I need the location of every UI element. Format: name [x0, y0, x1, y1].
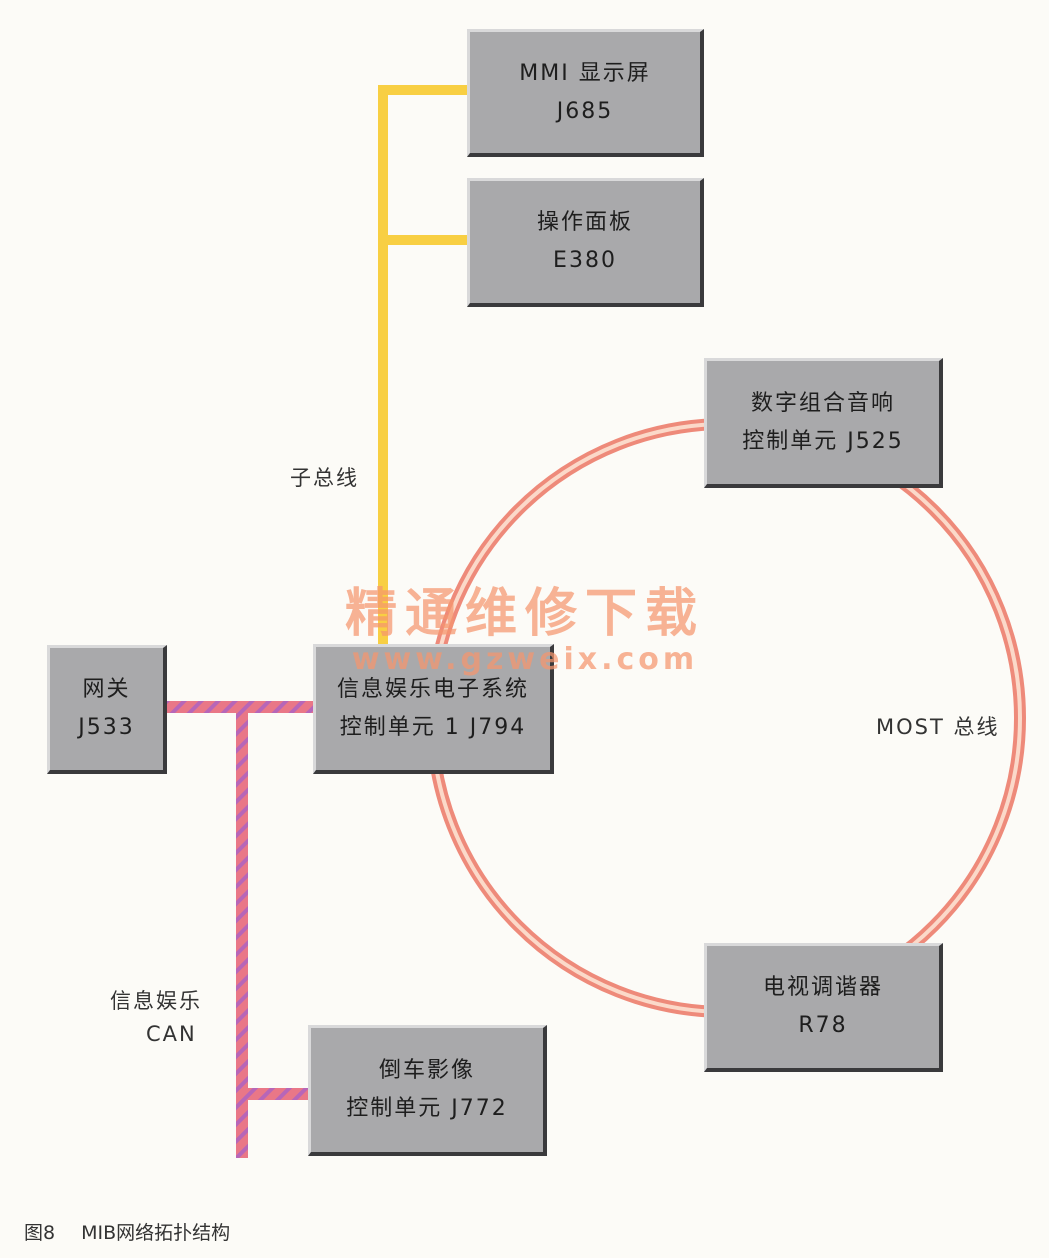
digital-audio-node: 数字组合音响 控制单元 J525: [704, 358, 943, 488]
sub-bus: [378, 85, 470, 650]
figure-title: MIB网络拓扑结构: [81, 1222, 231, 1244]
most-bus-label: MOST 总线: [876, 715, 1000, 739]
tv-tuner-name: 电视调谐器: [762, 975, 883, 1000]
digital-audio-name: 数字组合音响: [750, 390, 895, 416]
control-panel-name: 操作面板: [536, 210, 633, 235]
gateway-node: 网关 J533: [47, 645, 167, 774]
mmi-display-node: MMI 显示屏 J685: [467, 29, 704, 157]
gateway-name: 网关: [82, 677, 131, 702]
digital-audio-code: 控制单元 J525: [742, 428, 904, 454]
infotainment-unit-name: 信息娱乐电子系统: [336, 676, 529, 702]
rear-camera-name: 倒车影像: [378, 1058, 475, 1083]
mmi-display-name: MMI 显示屏: [519, 60, 651, 86]
sub-bus-label: 子总线: [290, 466, 359, 490]
control-panel-node: 操作面板 E380: [467, 178, 704, 307]
infotainment-unit-code: 控制单元 1 J794: [339, 714, 527, 740]
can-bus-label-line1: 信息娱乐: [110, 989, 202, 1013]
figure-caption: 图8 MIB网络拓扑结构: [24, 1218, 256, 1245]
infotainment-unit-node: 信息娱乐电子系统 控制单元 1 J794: [313, 644, 554, 774]
can-bus: [163, 701, 320, 1158]
can-bus-label-line2: CAN: [146, 1022, 197, 1046]
tv-tuner-code: R78: [798, 1013, 848, 1038]
tv-tuner-node: 电视调谐器 R78: [704, 943, 943, 1072]
gateway-code: J533: [78, 715, 135, 740]
control-panel-code: E380: [553, 248, 617, 273]
figure-number: 图8: [24, 1222, 56, 1244]
mmi-display-code: J685: [556, 98, 614, 124]
rear-camera-code: 控制单元 J772: [346, 1096, 508, 1121]
rear-camera-node: 倒车影像 控制单元 J772: [308, 1025, 547, 1156]
